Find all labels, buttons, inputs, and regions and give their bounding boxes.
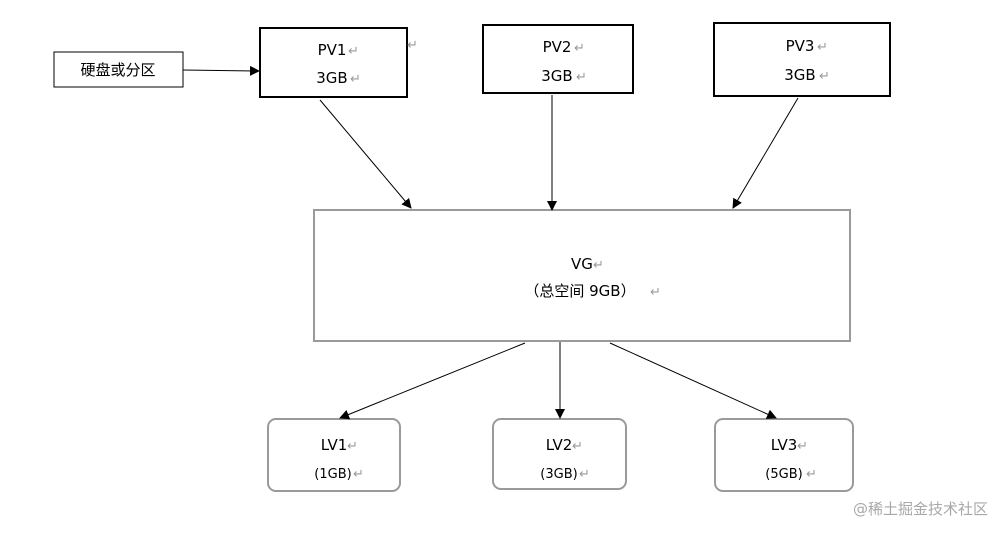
pv3-size: 3GB xyxy=(784,66,815,84)
paragraph-mark: ↵ xyxy=(572,439,583,454)
pv2-name: PV2 xyxy=(543,38,572,56)
paragraph-mark: ↵ xyxy=(407,38,418,53)
watermark: @稀土掘金技术社区 xyxy=(853,500,988,518)
paragraph-mark: ↵ xyxy=(347,439,358,454)
paragraph-mark: ↵ xyxy=(650,285,661,300)
lv1-name: LV1 xyxy=(321,436,348,454)
paragraph-mark: ↵ xyxy=(348,44,359,59)
vg-box: VG ↵ （总空间 9GB） ↵ xyxy=(313,209,851,342)
lv3-size: (5GB) xyxy=(765,467,802,482)
arrows xyxy=(182,65,799,420)
lv2-size: (3GB) xyxy=(540,467,577,482)
paragraph-mark: ↵ xyxy=(350,72,361,87)
lv-box-3: LV3 ↵ (5GB) ↵ xyxy=(714,418,854,492)
vg-name: VG xyxy=(571,255,593,273)
lv-box-1: LV1 ↵ (1GB) ↵ xyxy=(267,418,401,492)
pv-box-1: PV1 ↵ 3GB ↵ xyxy=(259,27,408,98)
paragraph-mark: ↵ xyxy=(797,439,808,454)
pv-box-3: PV3 ↵ 3GB ↵ xyxy=(713,22,891,97)
paragraph-mark: ↵ xyxy=(353,467,364,482)
pv2-size: 3GB xyxy=(541,67,572,85)
arrow-vg-to-lv1 xyxy=(339,342,526,420)
paragraph-mark: ↵ xyxy=(574,41,585,56)
arrow-source-to-pv1 xyxy=(182,65,260,76)
paragraph-mark: ↵ xyxy=(579,467,590,482)
paragraph-mark: ↵ xyxy=(817,40,828,55)
paragraph-mark: ↵ xyxy=(819,69,830,84)
lv1-size: (1GB) xyxy=(314,467,351,482)
vg-total: （总空间 9GB） xyxy=(524,282,635,300)
pv1-name: PV1 xyxy=(318,41,347,59)
pv-box-2: PV2 ↵ 3GB ↵ xyxy=(482,24,634,94)
arrow-pv3-to-vg xyxy=(732,97,799,209)
paragraph-mark: ↵ xyxy=(806,467,817,482)
pv1-size: 3GB xyxy=(316,69,347,87)
source-box: 硬盘或分区 xyxy=(53,51,184,88)
arrow-vg-to-lv3 xyxy=(609,342,777,419)
source-box-label: 硬盘或分区 xyxy=(80,61,155,79)
arrow-pv1-to-vg xyxy=(319,99,412,209)
paragraph-mark: ↵ xyxy=(593,258,604,273)
pv3-name: PV3 xyxy=(786,37,815,55)
lv3-name: LV3 xyxy=(771,436,798,454)
paragraph-mark: ↵ xyxy=(576,70,587,85)
lv2-name: LV2 xyxy=(546,436,573,454)
lv-box-2: LV2 ↵ (3GB) ↵ xyxy=(492,418,627,490)
